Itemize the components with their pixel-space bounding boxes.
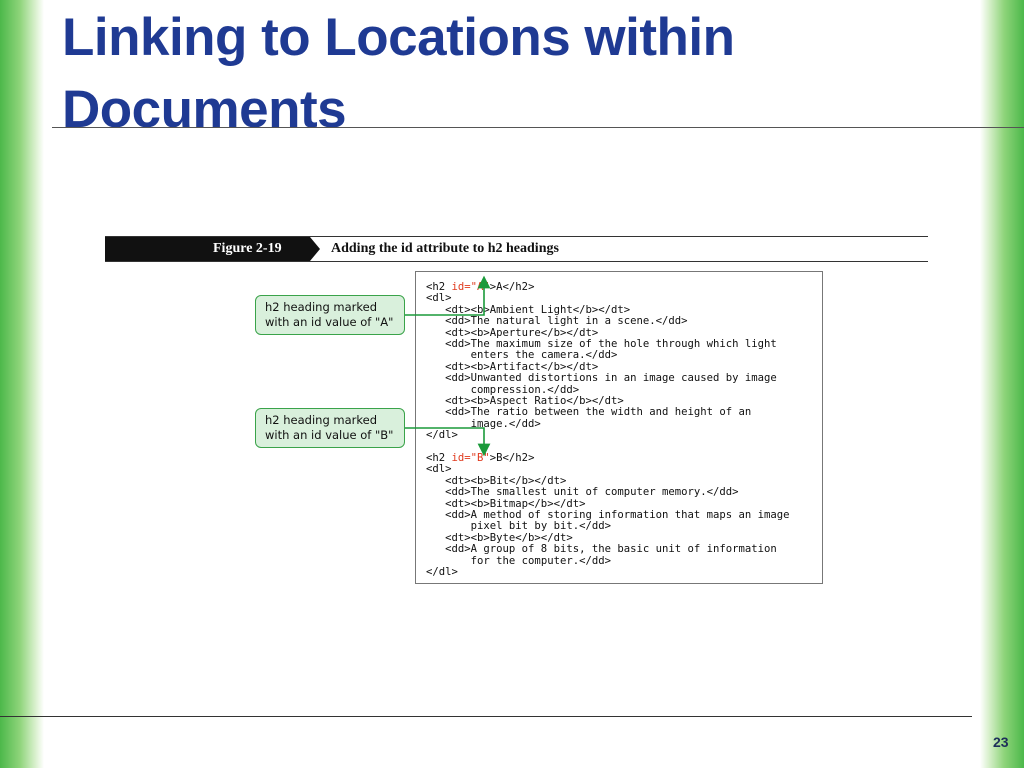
code-text: compression.</dd> [470,383,580,396]
code-line: </dl> [426,429,458,442]
callout-line: with an id value of "B" [265,428,394,442]
code-line: compression.</dd> [426,383,580,396]
code-line: for the computer.</dd> [426,554,611,567]
callout-id-a: h2 heading marked with an id value of "A… [255,295,405,335]
slide-title: Linking to Locations within Documents [62,8,735,139]
figure-caption: Adding the id attribute to h2 headings [331,241,559,256]
callout-line: h2 heading marked [265,413,378,427]
callout-line: with an id value of "A" [265,315,394,329]
code-line: <dd>The natural light in a scene.</dd> [426,315,688,328]
code-text: </dl> [426,429,458,442]
figure-top-rule [105,236,928,237]
code-text: <h2 [426,281,452,293]
callout-id-b: h2 heading marked with an id value of "B… [255,408,405,448]
code-text: <dt><b>Bitmap</b></dt> [445,497,586,510]
code-line: <dt><b>Bitmap</b></dt> [426,497,586,510]
code-text: <dd>A group of 8 bits, the basic unit of… [445,543,777,556]
code-text: for the computer.</dd> [470,554,611,567]
code-line: <dd>A group of 8 bits, the basic unit of… [426,543,777,556]
code-line: <dt><b>Aspect Ratio</b></dt> [426,395,624,407]
page-number: 23 [993,734,1009,750]
code-text: <dt><b>Bit</b></dt> [445,474,567,487]
code-line: <dd>The smallest unit of computer memory… [426,486,739,499]
code-text: <dd>Unwanted distortions in an image cau… [445,372,777,385]
code-line: <dl> [426,464,452,475]
code-line: <dt><b>Ambient Light</b></dt> [426,303,631,316]
code-line: <dd>The maximum size of the hole through… [426,338,777,350]
code-text: >A</h2> [489,281,535,293]
code-text: <dt><b>Ambient Light</b></dt> [445,303,631,316]
code-text: <dd>The natural light in a scene.</dd> [445,315,688,328]
code-line: <dt><b>Byte</b></dt> [426,531,573,544]
code-text: <dt><b>Aperture</b></dt> [445,326,599,339]
code-line: enters the camera.</dd> [426,349,618,362]
code-text: image.</dd> [470,417,541,430]
code-line: <dd>Unwanted distortions in an image cau… [426,372,777,385]
code-line: <dd>The ratio between the width and heig… [426,407,751,418]
code-line: </dl> [426,566,458,578]
callout-line: h2 heading marked [265,300,378,314]
code-text: <dl> [426,292,452,305]
code-line: image.</dd> [426,417,541,430]
code-line: <dt><b>Bit</b></dt> [426,474,567,487]
code-text: <dt><b>Artifact</b></dt> [445,360,599,373]
right-green-bar [980,0,1024,768]
code-line: <dd>A method of storing information that… [426,509,790,521]
code-text: <dd>The maximum size of the hole through… [445,338,777,350]
code-text: >B</h2> [489,452,535,464]
code-text: </dl> [426,566,458,578]
code-text: <dd>The ratio between the width and heig… [445,406,752,419]
code-text: <dd>A method of storing information that… [445,509,790,521]
figure-number-banner [105,237,320,261]
code-text: pixel bit by bit.</dd> [470,520,611,533]
code-line: <dt><b>Artifact</b></dt> [426,360,599,373]
figure-bottom-rule [105,261,928,262]
title-divider [52,127,1024,128]
code-line: <h2 id="B">B</h2> [426,452,535,464]
code-line: pixel bit by bit.</dd> [426,521,611,532]
code-id-attribute: id="B" [451,452,490,464]
left-green-bar [0,0,44,768]
code-text: <h2 [426,452,452,464]
code-text: <dt><b>Aspect Ratio</b></dt> [445,395,624,407]
code-text: <dl> [426,463,452,476]
figure-number: Figure 2-19 [213,241,282,256]
code-id-attribute: id="A" [451,281,490,293]
code-line: <dt><b>Aperture</b></dt> [426,326,599,339]
code-text: <dt><b>Byte</b></dt> [445,531,573,544]
code-text: <dd>The smallest unit of computer memory… [445,486,739,499]
footer-divider [0,716,972,717]
code-text: enters the camera.</dd> [470,349,618,362]
